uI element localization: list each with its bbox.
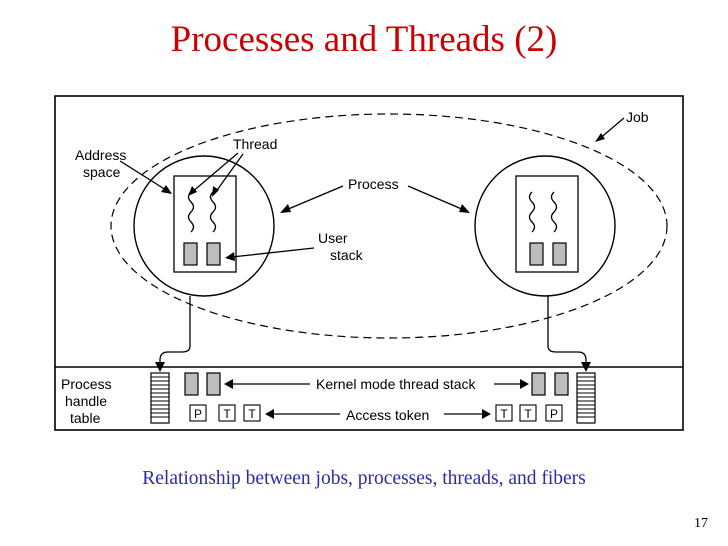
token-box-label: P (550, 407, 558, 421)
diagram-frame (54, 95, 684, 431)
token-box (519, 404, 537, 422)
arrow-head (212, 186, 219, 197)
kernel-stack-box (184, 372, 199, 396)
label-user-stack: stack (330, 247, 364, 263)
label-process-handle-table: handle (65, 393, 107, 409)
label-job: Job (626, 109, 649, 125)
slide-caption: Relationship between jobs, processes, th… (142, 468, 586, 489)
kernel-stack-box (554, 372, 569, 396)
arrow-head (224, 379, 233, 389)
label-process-handle-table: table (70, 410, 101, 426)
label-kernel-stack: Kernel mode thread stack (316, 376, 477, 392)
handle-table-right (576, 372, 596, 424)
address-space-box-right (515, 175, 579, 273)
token-box-label: T (524, 407, 532, 421)
arrow-head (595, 133, 605, 142)
token-box-label: P (194, 407, 202, 421)
label-address-space: space (83, 164, 121, 180)
arrow-head (155, 362, 165, 372)
token-box (243, 404, 261, 422)
thread-squiggle (528, 191, 536, 233)
token-box-label: T (223, 407, 231, 421)
arrow-head (188, 186, 197, 196)
token-box (495, 404, 513, 422)
page-number: 17 (694, 516, 708, 531)
thread-squiggle (209, 191, 217, 233)
arrow-head (520, 379, 529, 389)
kernel-stack-box (531, 372, 546, 396)
arrow-head (459, 204, 470, 213)
thread-squiggle (550, 191, 558, 233)
token-box-label: T (500, 407, 508, 421)
arrow-head (581, 362, 591, 372)
arrow-head (482, 409, 491, 419)
arrow-head (161, 185, 172, 194)
label-process-handle-table: Process (61, 376, 112, 392)
token-box (545, 404, 563, 422)
user-stack-box (206, 242, 221, 266)
label-thread: Thread (233, 136, 277, 152)
user-stack-box (529, 242, 544, 266)
arrow-head (225, 252, 235, 261)
slide-title: Processes and Threads (2) (170, 19, 558, 60)
token-box (189, 404, 207, 422)
job-ellipse (110, 113, 668, 339)
thread-squiggle (187, 191, 195, 233)
arrow-head (280, 204, 291, 213)
label-address-space: Address (75, 147, 126, 163)
label-process: Process (348, 176, 399, 192)
arrow-head (265, 409, 274, 419)
handle-table-left (150, 372, 170, 424)
user-stack-box (552, 242, 567, 266)
label-user-stack: User (318, 230, 348, 246)
token-box-label: T (248, 407, 256, 421)
kernel-stack-box (206, 372, 221, 396)
label-access-token: Access token (346, 407, 429, 423)
token-box (218, 404, 236, 422)
user-stack-box (183, 242, 198, 266)
